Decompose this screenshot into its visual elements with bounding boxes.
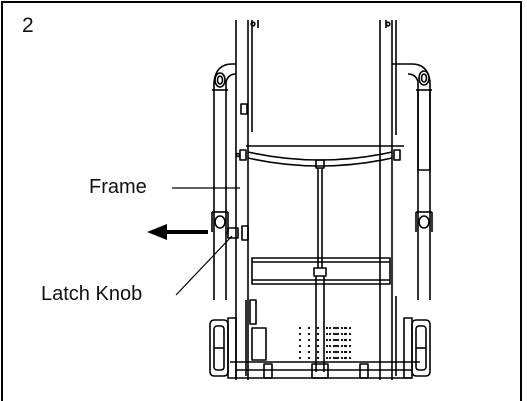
vent-dot [334,326,338,330]
vent-dot [325,356,329,360]
vent-dot [343,350,347,354]
vent-dot [298,356,302,360]
vent-dot [332,332,336,336]
vent-dot [325,338,329,342]
left-wheel [209,317,237,379]
latch-housing [226,103,249,241]
left-upright [235,20,259,380]
vent-dot [336,350,340,354]
vent-dot [348,338,352,342]
latch-knob-label: Latch Knob [41,283,143,305]
vent-dot [316,326,320,330]
vent-dot [307,356,311,360]
vent-dot [348,356,352,360]
center-strut [313,159,327,372]
vent-dot [325,326,329,330]
right-handrail [392,63,433,300]
vent-dot [334,344,338,348]
vent-dot [343,326,347,330]
right-wheel [403,317,431,379]
vent-dot [343,344,347,348]
vent-dot [340,350,344,354]
vent-dot [332,338,336,342]
vent-dot [316,332,320,336]
vent-dot [336,356,340,360]
vent-dot [298,338,302,342]
vent-dot [328,338,332,342]
vent-dot [316,338,320,342]
vent-dot [325,350,329,354]
vent-dot [332,326,336,330]
vent-dot [343,356,347,360]
vent-dot [316,350,320,354]
vent-dot [334,332,338,336]
vent-dot [343,332,347,336]
vent-dot [348,350,352,354]
bottom-frame [230,361,420,379]
vent-dot [340,338,344,342]
vent-dot [334,350,338,354]
vent-dot [298,326,302,330]
vent-dot [334,356,338,360]
vent-dot [332,344,336,348]
vent-dot [316,356,320,360]
vent-dot [325,344,329,348]
vent-dot [340,326,344,330]
vent-dot [336,338,340,342]
vent-dot [316,344,320,348]
vent-dot [298,332,302,336]
vent-dot [348,344,352,348]
vent-dot [340,344,344,348]
vent-dot [328,350,332,354]
cross-bar [235,145,404,167]
vent-dot [307,332,311,336]
vent-dot [348,332,352,336]
vent-dot [307,338,311,342]
vent-dot [336,326,340,330]
deck [245,257,397,376]
vent-dot [348,326,352,330]
vent-dot [340,332,344,336]
vent-dot [332,350,336,354]
vent-dot [307,350,311,354]
vent-dot [298,350,302,354]
vent-dot [343,338,347,342]
latch-knob-leader-line [175,235,233,296]
vent-dot [298,344,302,348]
vent-dot [328,344,332,348]
vent-dot [325,332,329,336]
vent-dot [307,344,311,348]
vent-dot [307,326,311,330]
vent-dot [328,356,332,360]
frame-label: Frame [89,176,147,198]
vent-dot [328,332,332,336]
vent-dot [336,344,340,348]
left-arrow-icon [147,224,208,240]
vent-dot [334,338,338,342]
vent-dot [332,356,336,360]
left-handrail [211,63,237,300]
vent-dots [298,326,352,360]
vent-dot [328,326,332,330]
vent-dot [340,356,344,360]
step-number: 2 [22,14,34,37]
right-upright [379,20,397,380]
vent-dot [336,332,340,336]
